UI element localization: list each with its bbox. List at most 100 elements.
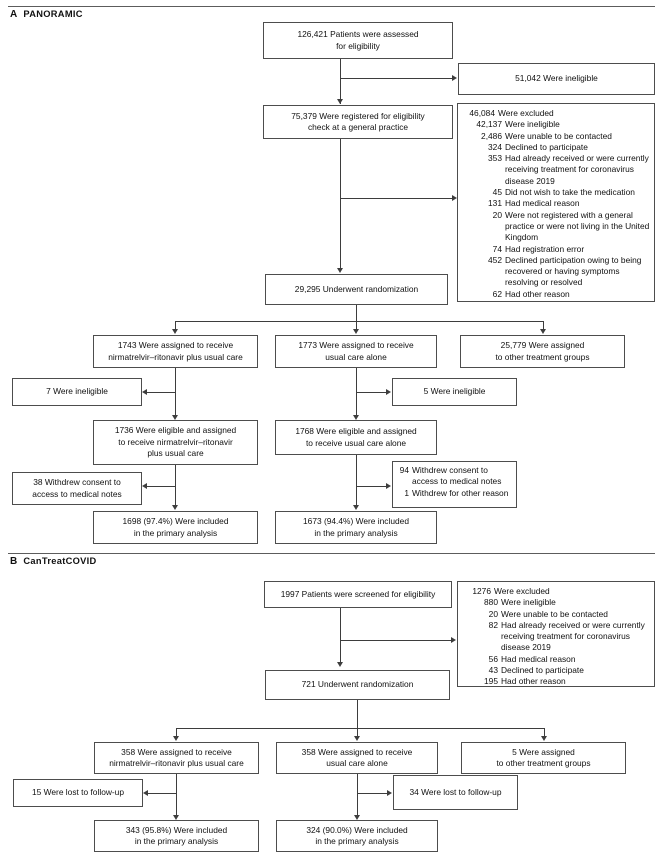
connector-arm-usual-b-down	[357, 774, 358, 818]
arrowhead-to-withdrew-treatment	[142, 482, 147, 489]
node-arm-other-groups-b: 5 Were assigned to other treatment group…	[461, 742, 626, 774]
exclusion-row-text: Had medical reason	[501, 653, 576, 664]
connector-to-excluded	[340, 198, 453, 199]
connector-split-horizontal	[175, 321, 543, 322]
panel-b-header: B CanTreatCOVID	[10, 556, 97, 567]
withdrew-row-number: 94	[399, 465, 409, 475]
node-arm-nirmatrelvir-b: 358 Were assigned to receive nirmatrelvi…	[94, 742, 259, 774]
node-eligible-assigned-usual-text: 1768 Were eligible and assigned to recei…	[295, 426, 417, 448]
connector-split-b-right	[544, 728, 545, 739]
panel-b-letter: B	[10, 556, 18, 567]
node-lost-to-followup-treatment-text: 15 Were lost to follow-up	[31, 787, 124, 798]
exclusion-row-number: 195	[484, 676, 498, 687]
node-arm-nirmatrelvir-b-text: 358 Were assigned to receive nirmatrelvi…	[109, 746, 244, 768]
node-primary-analysis-treatment-b: 343 (95.8%) Were included in the primary…	[94, 820, 259, 852]
node-screened-for-eligibility: 1997 Patients were screened for eligibil…	[264, 581, 452, 608]
connector-eligible-treatment-down	[175, 465, 176, 508]
exclusion-row: 324 Declined to participate	[461, 142, 651, 153]
connector-to-withdrew-usual	[356, 486, 387, 487]
node-withdrew-consent-treatment: 38 Withdrew consent to access to medical…	[12, 472, 142, 505]
connector-split-b-middle-stem	[357, 700, 358, 728]
exclusion-row-number: 131	[488, 198, 502, 209]
exclusion-row: 880 Were ineligible	[461, 597, 651, 608]
withdrew-row: 1 Withdrew for other reason	[396, 488, 513, 499]
node-underwent-randomization: 29,295 Underwent randomization	[265, 274, 448, 305]
arrowhead-to-withdrew-usual	[386, 482, 391, 489]
connector-split-b-left	[176, 728, 177, 739]
exclusion-row-text: Declined participation owing to being re…	[505, 254, 642, 288]
connector-to-ineligible	[340, 78, 453, 79]
exclusion-row-number: 74	[492, 243, 502, 254]
arrowhead-arm-treatment	[172, 329, 178, 334]
arrowhead-to-ineligible	[452, 74, 457, 81]
node-eligible-assigned-usual: 1768 Were eligible and assigned to recei…	[275, 420, 437, 455]
node-lost-to-followup-usual: 34 Were lost to follow-up	[393, 775, 518, 810]
arrowhead-to-excluded	[452, 194, 457, 201]
arrowhead-arm-other-b	[541, 736, 547, 741]
exclusion-header-text: Were excluded	[498, 108, 554, 118]
exclusion-row-number: 2,486	[481, 130, 502, 141]
exclusion-row-number: 20	[488, 608, 498, 619]
exclusion-row-text: Had already received or were currently r…	[505, 153, 649, 186]
node-primary-analysis-treatment-text: 1698 (97.4%) Were included in the primar…	[122, 516, 229, 538]
node-registered-text: 75,379 Were registered for eligibility c…	[291, 110, 425, 132]
exclusion-row: 62 Had other reason	[461, 289, 651, 300]
exclusion-row: 45 Did not wish to take the medication	[461, 187, 651, 198]
connector-to-lost-usual	[357, 793, 388, 794]
connector-split-left	[175, 321, 176, 332]
node-arm-other-groups: 25,779 Were assigned to other treatment …	[460, 335, 625, 368]
connector-eligible-usual-down	[356, 455, 357, 508]
connector-to-lost-treatment	[148, 793, 176, 794]
arrowhead-to-eligible-treatment	[172, 415, 178, 420]
node-arm-nirmatrelvir-text: 1743 Were assigned to receive nirmatrelv…	[108, 340, 243, 362]
arrowhead-arm-treatment-b	[173, 736, 179, 741]
exclusion-row-text: Did not wish to take the medication	[505, 187, 635, 198]
node-arm-nirmatrelvir: 1743 Were assigned to receive nirmatrelv…	[93, 335, 258, 368]
exclusion-row-text: Had already received or were currently r…	[501, 619, 645, 653]
node-eligible-assigned-treatment-text: 1736 Were eligible and assigned to recei…	[114, 425, 237, 459]
exclusion-row: 20 Were not registered with a general pr…	[461, 210, 651, 244]
exclusion-row-text: Had medical reason	[505, 198, 580, 209]
node-screened-text: 1997 Patients were screened for eligibil…	[280, 588, 436, 599]
exclusion-row: 42,137 Were ineligible	[461, 119, 651, 130]
node-registered-eligibility-check: 75,379 Were registered for eligibility c…	[263, 105, 453, 139]
connector-arm-treatment-down	[175, 368, 176, 418]
exclusion-row-number: 353	[488, 153, 502, 164]
exclusion-row: 43 Declined to participate	[461, 665, 651, 676]
exclusion-row: 353 Had already received or were current…	[461, 153, 651, 187]
exclusion-row-number: 20	[492, 209, 502, 220]
withdrew-row-number: 1	[404, 487, 409, 498]
arrowhead-to-registered	[337, 99, 343, 104]
arrowhead-to-randomization-b	[337, 662, 343, 667]
withdrew-row-text: Withdrew consent to access to medical no…	[412, 465, 502, 487]
node-randomization-text: 29,295 Underwent randomization	[294, 283, 419, 294]
arrowhead-arm-usual-b	[354, 736, 360, 741]
arrowhead-to-analysis-usual	[353, 505, 359, 510]
arrowhead-to-ineligible-5	[386, 388, 391, 395]
node-withdrew-consent-treatment-text: 38 Withdrew consent to access to medical…	[32, 477, 122, 499]
exclusion-box-panoramic: 46,084 Were excluded 42,137 Were ineligi…	[457, 103, 655, 302]
panel-a-letter: A	[10, 9, 18, 20]
node-arm-other-groups-text: 25,779 Were assigned to other treatment …	[495, 340, 590, 362]
connector-arm-usual-down	[356, 368, 357, 418]
node-primary-analysis-usual: 1673 (94.4%) Were included in the primar…	[275, 511, 437, 544]
exclusion-header-row: 1276 Were excluded	[461, 586, 651, 597]
connector-to-ineligible-5	[356, 392, 387, 393]
exclusion-row-number: 43	[488, 665, 498, 676]
exclusion-row-number: 42,137	[476, 119, 502, 130]
panel-b-title: CanTreatCOVID	[23, 556, 97, 566]
withdrew-row: 94 Withdrew consent to access to medical…	[396, 465, 513, 488]
exclusion-row-number: 452	[488, 254, 502, 265]
connector-to-withdrew-treatment	[147, 486, 175, 487]
arrowhead-to-excluded-b	[451, 636, 456, 643]
connector-assessed-down	[340, 59, 341, 104]
arrowhead-to-analysis-treatment	[172, 505, 178, 510]
exclusion-row-text: Declined to participate	[505, 141, 588, 152]
exclusion-row-text: Were not registered with a general pract…	[505, 209, 650, 243]
node-ineligible-first-text: 51,042 Were ineligible	[515, 73, 598, 84]
arrowhead-arm-usual	[353, 329, 359, 334]
connector-randomization-down	[356, 305, 357, 321]
arrowhead-to-analysis-usual-b	[354, 815, 360, 820]
